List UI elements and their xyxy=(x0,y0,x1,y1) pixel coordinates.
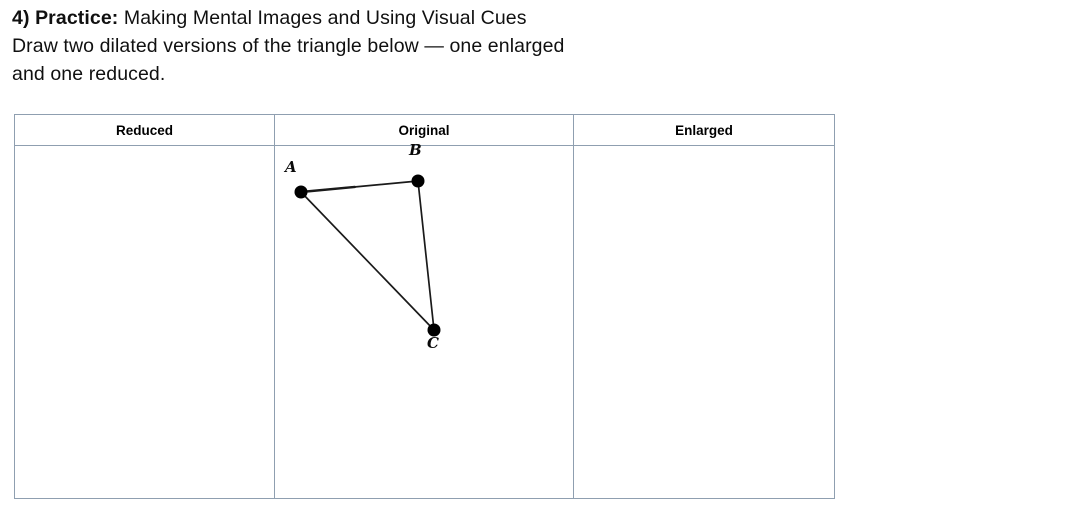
prompt-line-1: 4) Practice: Making Mental Images and Us… xyxy=(12,4,912,32)
triangle-figure: A B C xyxy=(275,141,574,498)
table-header-row: Reduced Original Enlarged xyxy=(14,114,835,146)
cell-reduced-drawing-area[interactable] xyxy=(14,145,275,499)
column-header-reduced: Reduced xyxy=(14,114,275,146)
vertex-label-c: C xyxy=(427,334,439,352)
vertex-B-point xyxy=(411,174,425,188)
cell-enlarged-drawing-area[interactable] xyxy=(573,145,835,499)
vertex-C-point xyxy=(427,323,441,337)
vertex-A-point xyxy=(294,185,308,199)
question-number: 4) xyxy=(12,7,30,29)
table-row: A B C xyxy=(14,141,835,499)
vertex-label-b: B xyxy=(409,141,422,159)
column-header-original: Original xyxy=(274,114,574,146)
cell-original-figure: A B C xyxy=(274,141,574,499)
question-label: Practice: xyxy=(35,7,119,29)
prompt-line-2: Draw two dilated versions of the triangl… xyxy=(12,35,565,57)
column-header-enlarged: Enlarged xyxy=(573,114,835,146)
prompt-block: 4) Practice: Making Mental Images and Us… xyxy=(12,4,912,88)
dilation-worksheet-table: Reduced Original Enlarged xyxy=(14,114,835,499)
vertex-label-a: A xyxy=(285,158,297,176)
question-title: Making Mental Images and Using Visual Cu… xyxy=(123,7,527,29)
prompt-line-3: and one reduced. xyxy=(12,63,166,85)
triangle-svg xyxy=(294,174,441,337)
triangle-edges xyxy=(300,180,435,331)
edge-AB-taper xyxy=(299,185,357,194)
